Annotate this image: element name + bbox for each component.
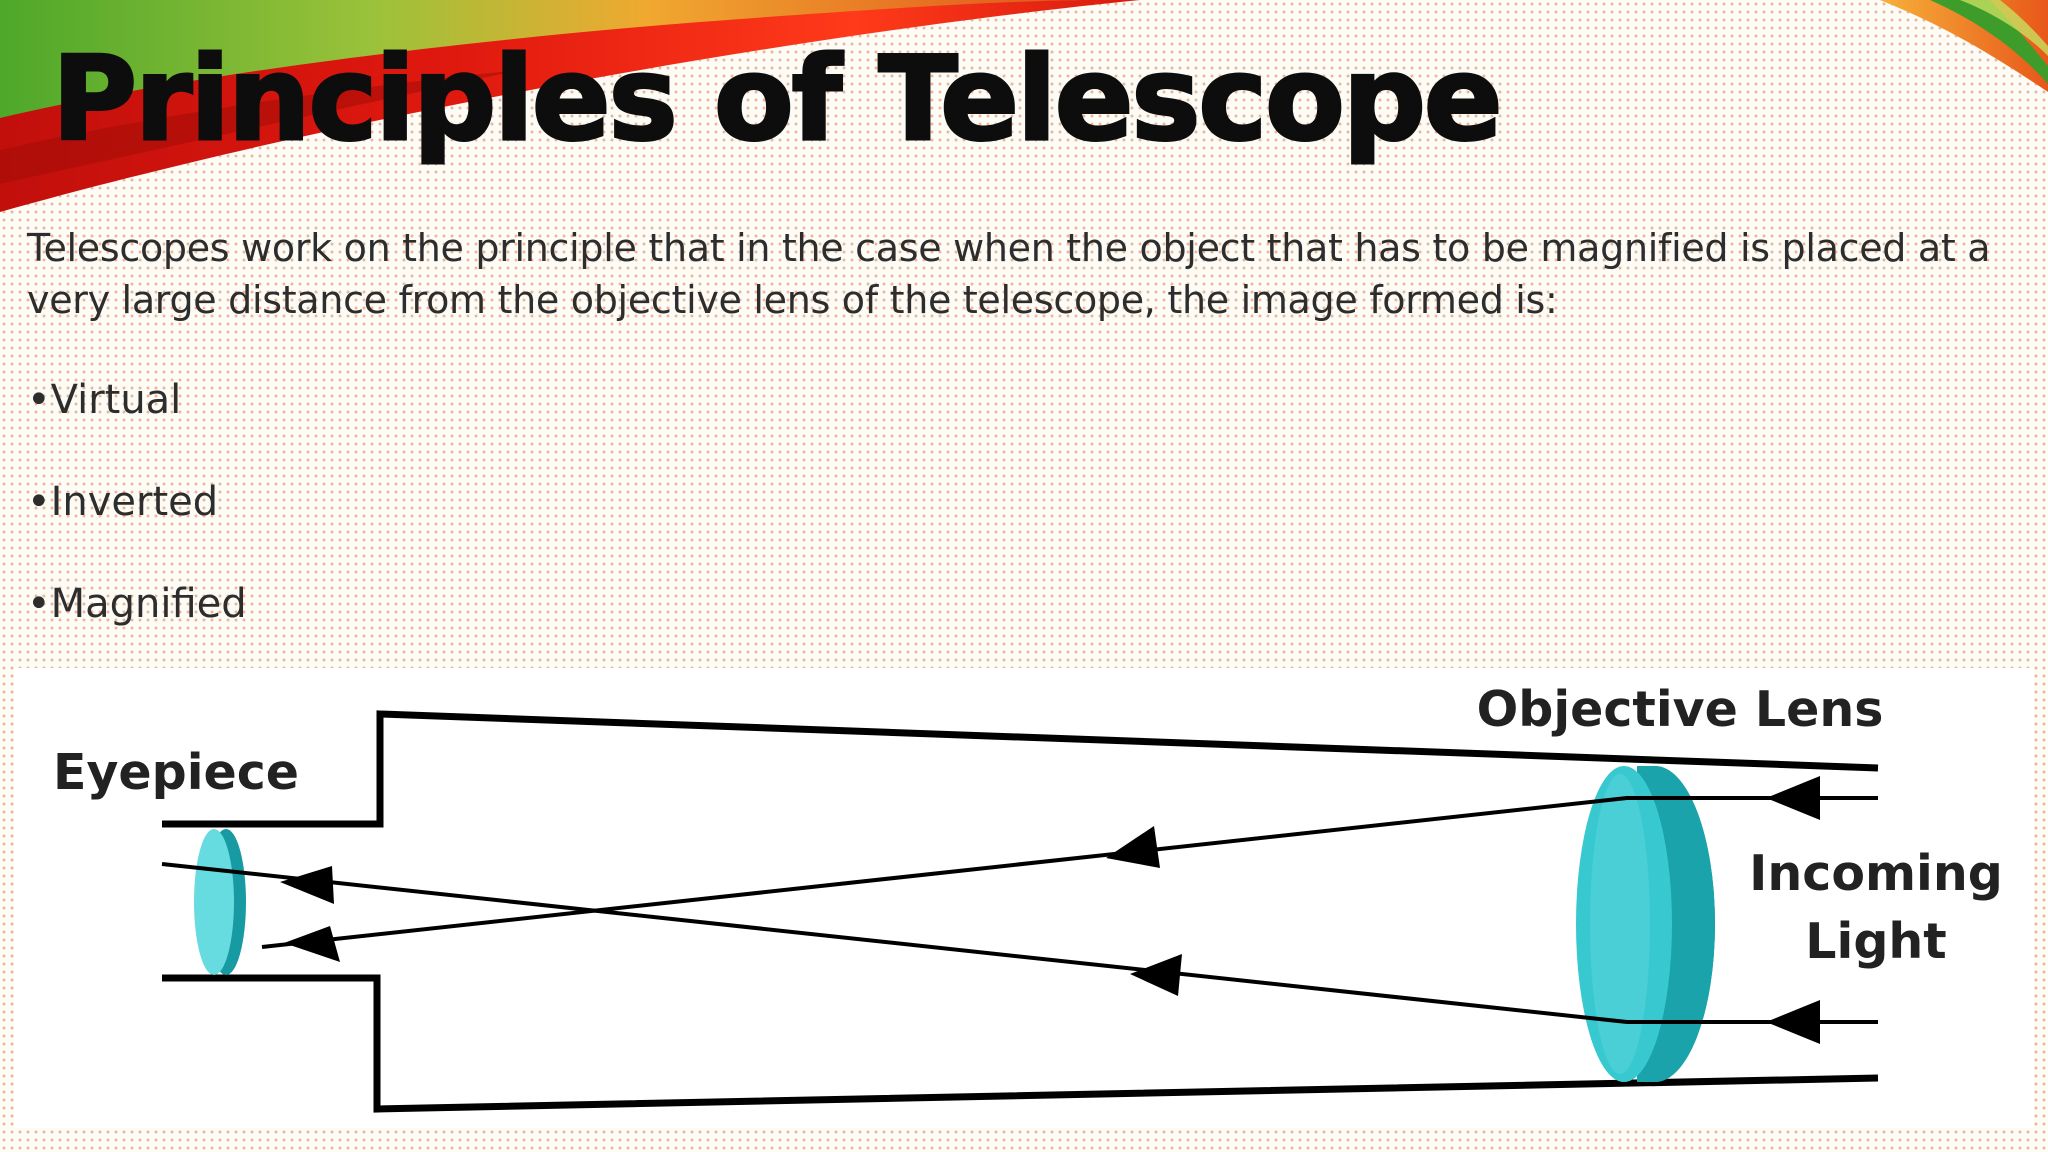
label-objective-lens: Objective Lens — [1477, 681, 1884, 738]
arrow-incoming-top — [1766, 776, 1820, 820]
arrow-upper-eyepiece — [280, 866, 334, 904]
eyepiece-lens — [194, 829, 246, 975]
bullet-virtual: •Virtual — [27, 377, 182, 423]
arrow-lower-eyepiece — [284, 926, 340, 962]
arrow-upper-mid — [1106, 826, 1160, 868]
label-eyepiece: Eyepiece — [53, 744, 299, 801]
arrow-lower-mid — [1130, 954, 1182, 996]
telescope-body-upper — [162, 710, 1879, 828]
decorative-swoosh — [0, 0, 2048, 212]
label-light: Light — [1805, 913, 1946, 970]
bullet-inverted: •Inverted — [27, 479, 219, 525]
bullet-list: •Virtual •Inverted •Magnified — [27, 372, 247, 678]
telescope-body-lower — [162, 974, 1879, 1113]
label-incoming: Incoming — [1749, 845, 2003, 902]
ray-arrows — [280, 776, 1820, 1044]
objective-lens — [1576, 766, 1715, 1082]
arrow-incoming-bottom — [1766, 1000, 1820, 1044]
intro-paragraph: Telescopes work on the principle that in… — [27, 226, 1991, 322]
bullet-magnified: •Magnified — [27, 581, 247, 627]
slide-title: Principles of Telescope — [51, 30, 1505, 168]
